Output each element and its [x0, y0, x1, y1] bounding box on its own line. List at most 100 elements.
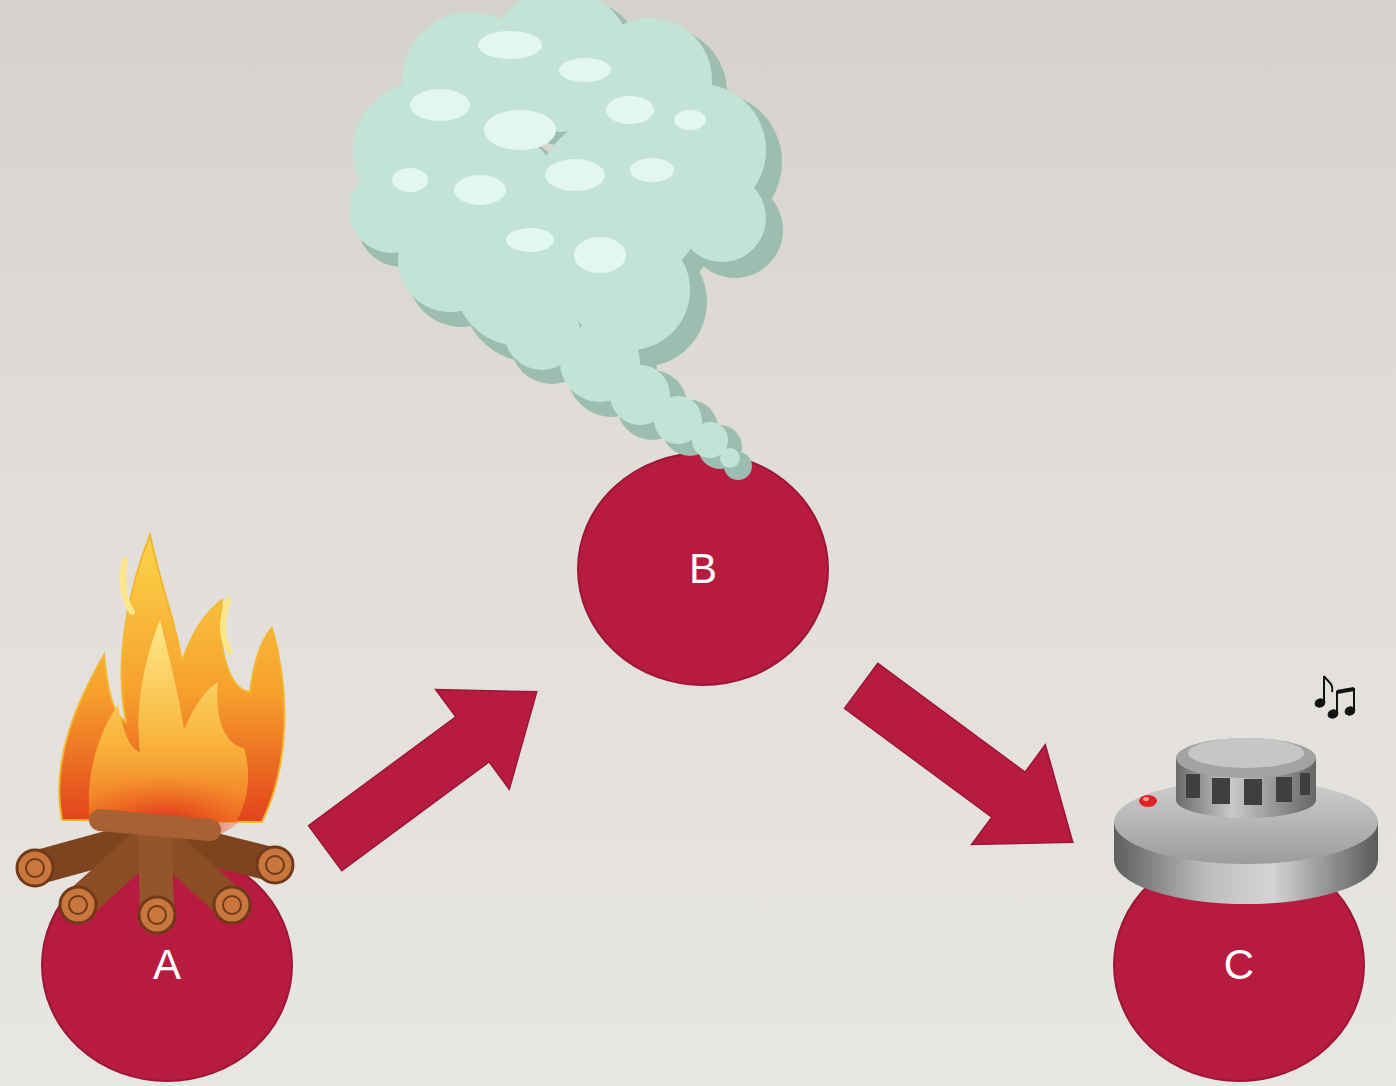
smoke-highlight-spot [478, 31, 542, 59]
smoke-puff [488, 0, 632, 132]
smoke-highlight-spot [630, 158, 674, 182]
smoke-highlight-spot [674, 110, 706, 130]
process-circle: A [41, 848, 293, 1082]
smoke-puff [634, 84, 766, 216]
log-end [60, 887, 96, 923]
log-ring [69, 896, 87, 914]
note-stem [1336, 691, 1338, 713]
smoke-puff [610, 365, 670, 425]
log-end [17, 850, 53, 886]
smoke-puff [588, 18, 712, 142]
smoke-highlight-spot [392, 168, 428, 192]
note-flag [1324, 676, 1332, 692]
flame-highlight [223, 600, 230, 652]
smoke-puff [698, 425, 742, 469]
note-head [1314, 698, 1326, 709]
detector-cap-top [1188, 738, 1304, 768]
smoke-puff [504, 294, 580, 370]
smoke-detector [1114, 738, 1378, 904]
flame-core [80, 755, 250, 845]
log-end [214, 887, 250, 923]
log [35, 835, 155, 868]
smoke-puff [362, 92, 502, 232]
flame [59, 535, 284, 822]
smoke-puff [402, 132, 582, 312]
smoke-puff [357, 177, 447, 267]
smoke-puff [353, 83, 487, 217]
smoke-highlight-spot [484, 110, 556, 150]
log-ring [148, 906, 166, 924]
smoke-highlight-spot [559, 58, 611, 82]
process-circle: C [1113, 848, 1365, 1082]
vent [1300, 773, 1310, 795]
log [100, 820, 210, 830]
log-ring [26, 859, 44, 877]
log-ends [17, 847, 293, 933]
smoke-body [349, 0, 766, 468]
note-head [1344, 706, 1356, 717]
log-ring [266, 856, 284, 874]
smoke-puff [497, 0, 647, 147]
node-label: C [1224, 942, 1254, 988]
smoke-highlight-spot [410, 89, 470, 121]
note-stem [1323, 676, 1325, 702]
detector-sensor [1176, 758, 1316, 818]
log [78, 835, 155, 905]
detector-vents [1186, 773, 1310, 805]
smoke-puff [642, 92, 782, 232]
smoke-puff [394, 124, 566, 296]
note-head [1327, 709, 1339, 720]
note-beam [1337, 689, 1354, 692]
smoke-puff [542, 122, 722, 302]
smoke-puff [407, 217, 517, 327]
smoke-highlight-spot [574, 237, 626, 273]
smoke-puff [412, 22, 552, 162]
log [155, 835, 275, 865]
log-end [257, 847, 293, 883]
circle-fill [1114, 849, 1364, 1081]
campfire [17, 535, 293, 933]
smoke-puff [349, 167, 435, 253]
smoke-puff [577, 237, 707, 367]
smoke-puff [724, 452, 752, 480]
smoke-puff [402, 12, 538, 148]
smoke-highlight-spot [506, 228, 554, 252]
smoke-puff [720, 448, 740, 468]
node-label: B [689, 546, 717, 592]
log-end [139, 897, 175, 933]
smoke-puff [462, 222, 602, 362]
process-circle: B [577, 452, 829, 686]
detector-base [1114, 822, 1378, 904]
log [155, 835, 232, 905]
smoke-highlight-spot [454, 175, 506, 205]
smoke-highlight-spot [606, 96, 654, 124]
smoke-highlight [392, 31, 706, 273]
smoke-puff [398, 208, 502, 312]
alarm-sound-symbol [1314, 676, 1356, 719]
smoke-puff [567, 327, 657, 417]
smoke-puff [534, 114, 706, 286]
smoke-puff [678, 174, 766, 262]
smoke-puff [560, 322, 640, 402]
smoke-puff [597, 27, 727, 157]
smoke-puff [454, 214, 586, 346]
smoke-puff [617, 370, 687, 440]
vent [1244, 779, 1262, 805]
log [155, 835, 157, 915]
flame-highlight [123, 560, 132, 612]
smoke-highlight-spot [545, 159, 605, 191]
flow-arrow [845, 663, 1073, 844]
smoke-puff [687, 182, 783, 278]
flame-inner [89, 620, 248, 822]
smoke-puff [662, 400, 718, 456]
vent [1212, 778, 1230, 804]
smoke-shadow [357, 0, 783, 480]
vent [1186, 774, 1200, 798]
logs [35, 820, 275, 915]
smoke-puff [654, 396, 702, 444]
note-stem [1353, 688, 1355, 710]
smoke-cloud [349, 0, 783, 480]
smoke-puff [570, 230, 690, 350]
